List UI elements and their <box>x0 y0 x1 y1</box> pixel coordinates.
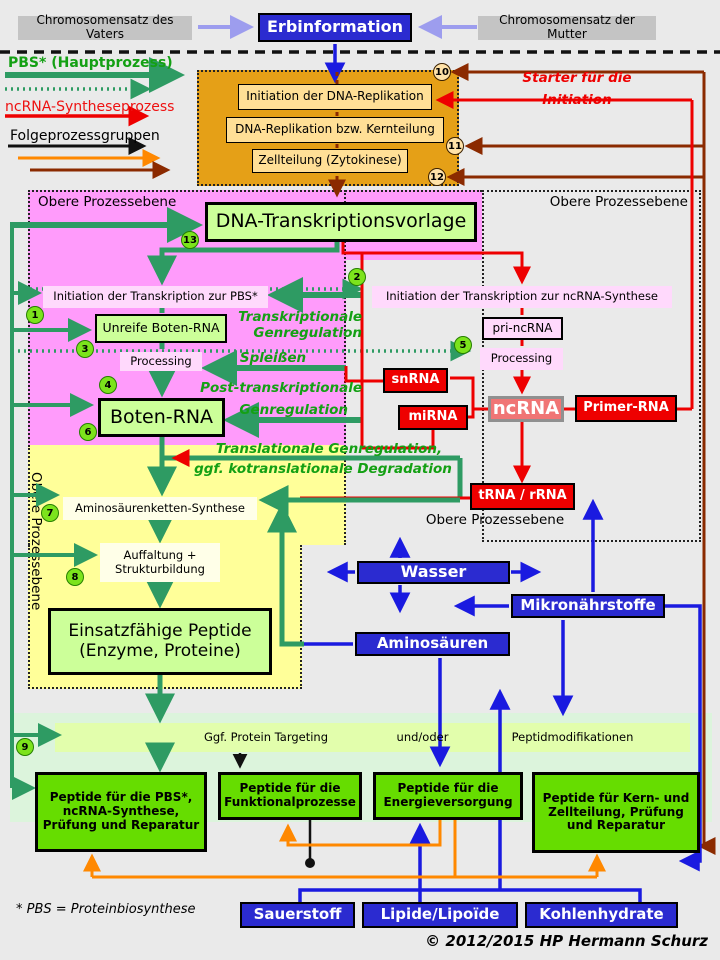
dna-replication-initiation-box: Initiation der DNA-Replikation <box>238 84 432 110</box>
peptide-modifications-label: Peptidmodifikationen <box>511 730 634 744</box>
mrna-box: Boten-RNA <box>98 398 225 437</box>
amino-acids-box: Aminosäuren <box>355 632 510 656</box>
upper-level-label-left: Obere Prozessebene <box>38 194 177 210</box>
transcriptional-regulation-label-1: Transkriptionale <box>238 309 362 325</box>
step-circle-9: 9 <box>16 738 34 756</box>
post-transcriptional-label-2: Genregulation <box>239 402 348 418</box>
starter-label-line1: Starter für die <box>522 70 632 86</box>
legend-follow-groups-label: Folgeprozessgruppen <box>10 128 160 144</box>
legend-main-process-label: PBS* (Hauptprozess) <box>8 55 173 71</box>
protein-targeting-label: Ggf. Protein Targeting <box>203 730 329 744</box>
upper-level-label-right: Obere Prozessebene <box>549 194 688 210</box>
peptides-energy-box: Peptide für die Energieversorgung <box>373 772 523 820</box>
step-circle-7: 7 <box>41 504 59 522</box>
oxygen-box: Sauerstoff <box>240 902 355 928</box>
amino-chain-synthesis-box: Aminosäurenketten-Synthese <box>63 497 257 520</box>
init-transcription-ncrna-box: Initiation der Transkription zur ncRNA-S… <box>372 286 672 308</box>
step-circle-5: 5 <box>454 336 472 354</box>
dna-replication-box: DNA-Replikation bzw. Kernteilung <box>226 117 444 143</box>
heredity-title-box: Erbinformation <box>258 13 412 42</box>
peptides-division-box: Peptide für Kern- und Zellteilung, Prüfu… <box>532 772 700 853</box>
and-or-label: und/oder <box>396 730 449 744</box>
pri-ncrna-box: pri-ncRNA <box>482 317 563 340</box>
step-circle-12: 12 <box>428 168 446 186</box>
snrna-box: snRNA <box>383 368 448 393</box>
step-circle-1: 1 <box>26 306 44 324</box>
step-circle-13: 13 <box>181 231 199 249</box>
starter-label-line2: Initiation <box>542 92 612 108</box>
ncrna-box: ncRNA <box>488 396 564 422</box>
copyright-label: © 2012/2015 HP Hermann Schurz <box>425 932 708 950</box>
pbs-footnote: * PBS = Proteinbiosynthese <box>16 902 196 917</box>
dna-template-box: DNA-Transkriptionsvorlage <box>205 202 477 242</box>
processing-left-box: Processing <box>120 352 202 371</box>
splicing-label: Spleißen <box>239 350 307 366</box>
post-transcriptional-label-1: Post-transkriptionale <box>200 380 362 396</box>
usable-peptides-box: Einsatzfähige Peptide (Enzyme, Proteine) <box>48 608 272 675</box>
cytokinesis-box: Zellteilung (Zytokinese) <box>252 149 408 173</box>
father-chromosomes-box: Chromosomensatz des Vaters <box>18 13 192 41</box>
immature-mrna-box: Unreife Boten-RNA <box>95 314 227 343</box>
folding-box: Auffaltung + Strukturbildung <box>100 543 220 582</box>
upper-level-label-bottom: Obere Prozessebene <box>425 512 565 528</box>
peptides-pbs-box: Peptide für die PBS*, ncRNA-Synthese, Pr… <box>35 772 207 852</box>
water-box: Wasser <box>357 561 510 584</box>
mirna-box: miRNA <box>398 405 468 430</box>
translational-regulation-label-1: Translationale Genregulation, <box>215 441 443 457</box>
step-circle-3: 3 <box>76 340 94 358</box>
step-circle-6: 6 <box>79 423 97 441</box>
translational-regulation-label-2: ggf. kotranslationale Degradation <box>194 461 452 477</box>
init-transcription-pbs-box: Initiation der Transkription zur PBS* <box>43 286 268 308</box>
lipids-box: Lipide/Lipoïde <box>362 902 518 928</box>
step-circle-8: 8 <box>66 568 84 586</box>
processing-right-box: Processing <box>480 348 563 370</box>
legend-ncrna-process-label: ncRNA-Syntheseprozess <box>5 99 175 115</box>
step-circle-2: 2 <box>348 268 366 286</box>
step-circle-10: 10 <box>433 63 451 81</box>
step-circle-4: 4 <box>99 376 117 394</box>
carbohydrates-box: Kohlenhydrate <box>525 902 678 928</box>
primer-rna-box: Primer-RNA <box>575 395 677 422</box>
micronutrients-box: Mikronährstoffe <box>511 594 665 618</box>
step-circle-11: 11 <box>446 137 464 155</box>
peptides-functional-box: Peptide für die Funktionalprozesse <box>218 772 362 820</box>
transcriptional-regulation-label-2: Genregulation <box>253 325 362 341</box>
mother-chromosomes-box: Chromosomensatz der Mutter <box>478 13 656 41</box>
trna-rrna-box: tRNA / rRNA <box>470 483 575 510</box>
